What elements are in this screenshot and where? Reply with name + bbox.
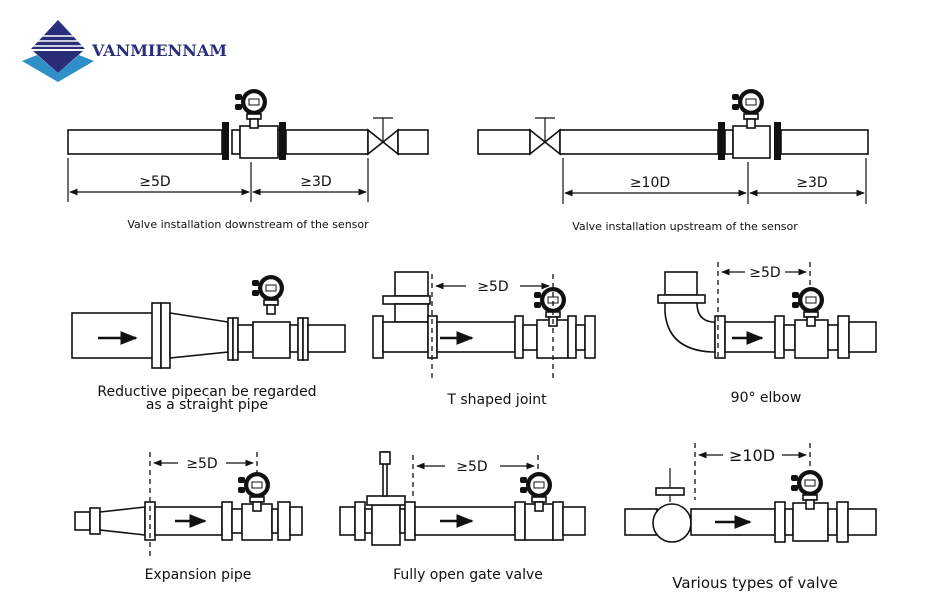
dim-label: ≥3D: [300, 174, 331, 190]
diagram-valve-downstream: ≥5D ≥3D Valve installation downstream of…: [67, 88, 429, 231]
diagram-expansion-pipe: ≥5D Expansion pipe: [74, 452, 303, 583]
diagram-valve-upstream: ≥10D ≥3D Valve installation upstream of …: [477, 88, 869, 233]
caption: Reductive pipecan be regarded: [97, 384, 316, 400]
diagram-gate-valve: ≥5D Fully open gate valve: [339, 451, 586, 583]
transmitter-icon: [234, 88, 268, 129]
transmitter-icon: [731, 88, 765, 129]
dim-label: ≥10D: [630, 175, 670, 191]
caption: Fully open gate valve: [393, 567, 543, 583]
caption: Various types of valve: [672, 574, 838, 592]
dim-label: ≥5D: [456, 459, 487, 475]
caption: 90° elbow: [731, 390, 802, 406]
brand-logo: VANMIENNAM: [22, 20, 227, 82]
caption: Valve installation upstream of the senso…: [572, 220, 798, 233]
dim-label: ≥10D: [729, 446, 775, 465]
dim-label: ≥5D: [186, 456, 217, 472]
caption: Expansion pipe: [145, 567, 252, 583]
diagram-90-elbow: ≥5D 90° elbow: [657, 262, 877, 406]
dim-label: ≥3D: [796, 175, 827, 191]
dim-label: ≥5D: [477, 279, 508, 295]
diagram-various-valves: ≥10D Various types of valve: [624, 443, 877, 592]
caption: as a straight pipe: [146, 397, 268, 413]
dim-label: ≥5D: [139, 174, 170, 190]
caption: Valve installation downstream of the sen…: [127, 218, 369, 231]
brand-name: VANMIENNAM: [91, 41, 227, 60]
diagram-reductive-pipe: Reductive pipecan be regarded as a strai…: [71, 274, 346, 413]
caption: T shaped joint: [446, 392, 547, 408]
transmitter-icon: [251, 274, 285, 315]
dim-label: ≥5D: [749, 265, 780, 281]
diagram-t-joint: ≥5D T shaped joint: [372, 271, 596, 408]
